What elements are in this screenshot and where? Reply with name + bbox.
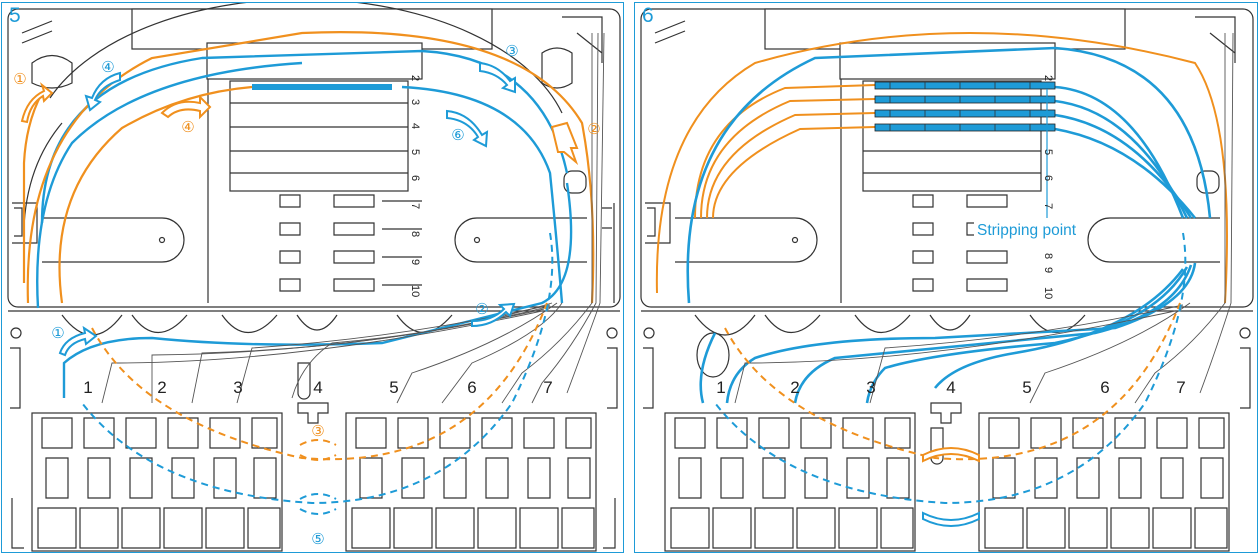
slot-label: 8: [409, 231, 421, 237]
port-label: 2: [790, 378, 799, 397]
port-label: 7: [543, 378, 552, 397]
slot-label: 2: [409, 75, 421, 81]
orange-marker-4: ④: [181, 118, 194, 136]
blue-marker-5: ⑤: [311, 530, 324, 548]
blue-marker-4: ④: [101, 58, 114, 76]
port-label: 7: [1176, 378, 1185, 397]
stripping-point-callout: Stripping point: [974, 222, 1080, 240]
slot-label: 3: [409, 99, 421, 105]
blue-marker-2: ②: [475, 300, 488, 318]
slot-label: 5: [409, 149, 421, 155]
slot-label: 7: [409, 203, 421, 209]
slot-label: 4: [409, 123, 421, 129]
orange-marker-3: ③: [311, 422, 324, 440]
blue-marker-1: ①: [51, 324, 64, 342]
step-5-panel: ① ② ③ ④ ① ② ③ ④ ⑤ ⑥ 2 3 4 5 6 7 8 9 10 1…: [1, 2, 624, 553]
port-label: 3: [233, 378, 242, 397]
port-label: 5: [1022, 378, 1031, 397]
slot-label: 5: [1042, 149, 1054, 155]
slot-label: 2: [1042, 75, 1054, 81]
port-label: 1: [716, 378, 725, 397]
orange-marker-1: ①: [13, 70, 26, 88]
port-label: 4: [946, 378, 955, 397]
blue-marker-6: ⑥: [451, 126, 464, 144]
slot-label: 8: [1042, 253, 1054, 259]
port-label: 4: [313, 378, 322, 397]
slot-label: 9: [1042, 267, 1054, 273]
step-5-diagram: ① ② ③ ④ ① ② ③ ④ ⑤ ⑥ 2 3 4 5 6 7 8 9 10 1…: [7, 3, 621, 552]
port-label: 1: [83, 378, 92, 397]
slot-label: 6: [1042, 175, 1054, 181]
port-label: 3: [866, 378, 875, 397]
step-6-diagram: 2 5 6 7 8 9 10 1 2 3 4 5 6 7: [640, 8, 1254, 552]
step-number: 6: [642, 4, 654, 27]
port-label: 6: [467, 378, 476, 397]
step-6-panel: 2 5 6 7 8 9 10 1 2 3 4 5 6 7 6 Stripping…: [634, 2, 1258, 553]
slot-label: 10: [409, 285, 421, 297]
blue-marker-3: ③: [505, 42, 518, 60]
step-number: 5: [9, 4, 21, 27]
slot-label: 6: [409, 175, 421, 181]
slot-label: 10: [1042, 287, 1054, 299]
slot-label: 7: [1042, 203, 1054, 209]
slot-label: 9: [409, 259, 421, 265]
port-label: 2: [157, 378, 166, 397]
port-label: 5: [389, 378, 398, 397]
orange-marker-2: ②: [587, 120, 600, 138]
port-label: 6: [1100, 378, 1109, 397]
